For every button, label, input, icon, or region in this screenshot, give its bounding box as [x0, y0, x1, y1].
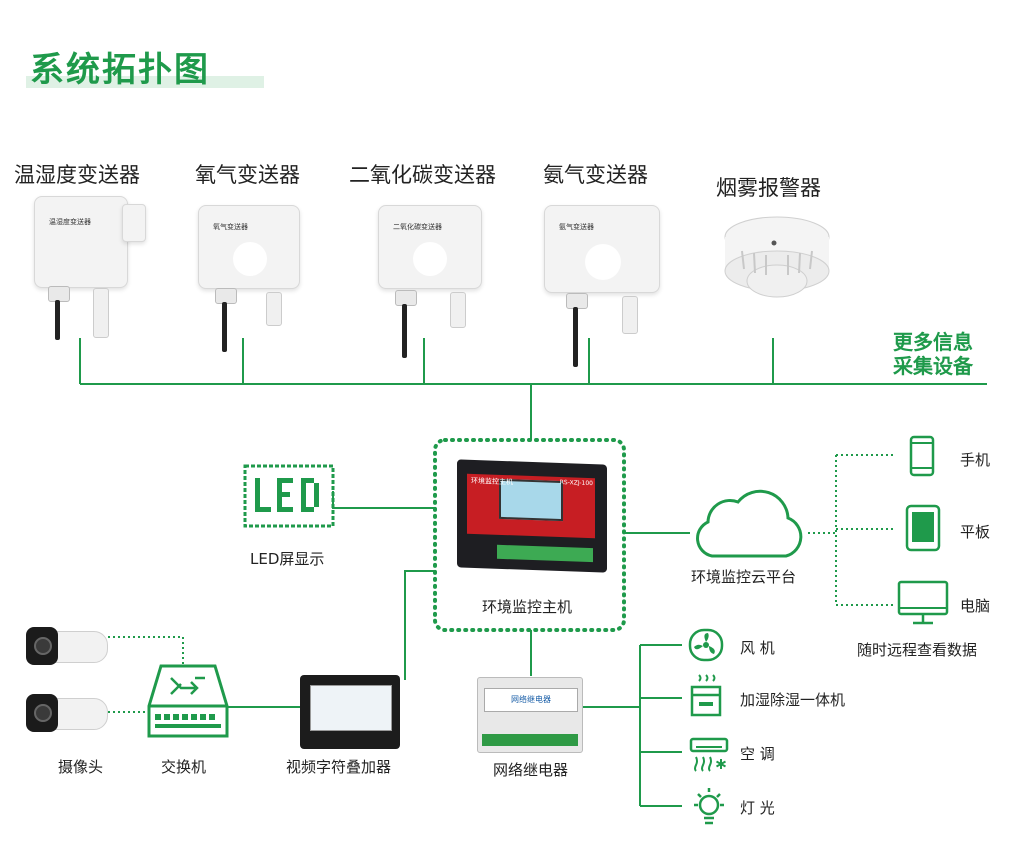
sensor-window: [585, 244, 621, 280]
air-conditioner-icon: [689, 737, 729, 772]
diagram-title: 系统拓扑图: [30, 50, 210, 90]
overlay-panel: [310, 685, 392, 731]
remote-view-caption: 随时远程查看数据: [857, 641, 978, 659]
device-label-temp-humidity: 温湿度变送器: [14, 163, 140, 187]
network-switch-icon: [147, 664, 229, 738]
network-relay-label: 网络继电器: [493, 761, 569, 779]
host-terminal-block: [497, 544, 593, 563]
ammonia-transmitter-image: 氨气变送器: [544, 205, 660, 293]
diagram-title-block: 系统拓扑图: [26, 42, 264, 91]
phone-label: 手机: [960, 451, 991, 469]
title-underline: [26, 76, 264, 88]
environment-monitoring-host-image: 环境监控主机 RS-XZJ-100: [457, 459, 607, 573]
sensor-window: [233, 242, 267, 276]
video-overlay-label: 视频字符叠加器: [286, 758, 392, 776]
sensor-probe: [266, 292, 282, 326]
switch-label: 交换机: [161, 758, 207, 776]
host-model: RS-XZJ-100: [559, 478, 593, 488]
temp-humidity-transmitter-image: 温湿度变送器: [34, 196, 128, 288]
host-front-panel: 环境监控主机 RS-XZJ-100: [467, 473, 595, 539]
tablet-label: 平板: [960, 523, 991, 541]
device-label-ammonia: 氨气变送器: [543, 163, 648, 187]
device-label-smoke-alarm: 烟雾报警器: [716, 176, 821, 200]
video-overlay-device-image: [300, 675, 400, 749]
cloud-label: 环境监控云平台: [691, 568, 797, 586]
co2-transmitter-image: 二氧化碳变送器: [378, 205, 482, 289]
more-devices-label: 更多信息 采集设备: [893, 330, 973, 378]
humidifier-label: 加湿除湿一体机: [740, 691, 846, 709]
relay-panel-text: 网络继电器: [484, 688, 578, 712]
sensor-cable: [573, 307, 578, 367]
sensor-cable: [222, 302, 227, 352]
led-label: LED屏显示: [250, 550, 325, 568]
sensor-window: [413, 242, 447, 276]
light-bulb-icon: [694, 788, 724, 825]
host-screen-text: 环境监控主机: [471, 476, 513, 487]
transmitter-face-text: 氨气变送器: [559, 223, 594, 231]
fan-label: 风 机: [740, 639, 775, 657]
smoke-alarm-icon: [724, 216, 830, 298]
more-devices-line-1: 更多信息: [893, 330, 973, 354]
camera-image: [26, 627, 108, 667]
transmitter-face-text: 温湿度变送器: [49, 218, 91, 226]
sensor-cable: [402, 304, 407, 358]
device-label-oxygen: 氧气变送器: [195, 163, 300, 187]
sensor-probe: [450, 292, 466, 328]
transmitter-face-text: 二氧化碳变送器: [393, 223, 442, 231]
phone-icon: [909, 435, 935, 477]
network-relay-image: 网络继电器: [477, 677, 583, 753]
transmitter-face-text: 氧气变送器: [213, 223, 248, 231]
sensor-probe: [93, 288, 109, 338]
light-label: 灯 光: [740, 799, 775, 817]
device-label-co2: 二氧化碳变送器: [349, 163, 496, 187]
oxygen-transmitter-image: 氧气变送器: [198, 205, 300, 289]
humidifier-icon: [690, 674, 722, 717]
camera-image: [26, 694, 108, 734]
host-label: 环境监控主机: [482, 598, 573, 616]
led-display-icon: [243, 464, 335, 528]
sensor-cable: [55, 300, 60, 340]
monitor-icon: [897, 580, 949, 625]
air-conditioner-label: 空 调: [740, 745, 775, 763]
sensor-probe: [622, 296, 638, 334]
fan-icon: [688, 628, 724, 662]
cloud-icon: [696, 489, 803, 558]
computer-label: 电脑: [960, 597, 991, 615]
tablet-icon: [905, 504, 941, 552]
camera-label: 摄像头: [58, 758, 104, 776]
more-devices-line-2: 采集设备: [893, 354, 973, 378]
relay-terminal-block: [482, 734, 578, 746]
transmitter-bracket: [122, 204, 146, 242]
